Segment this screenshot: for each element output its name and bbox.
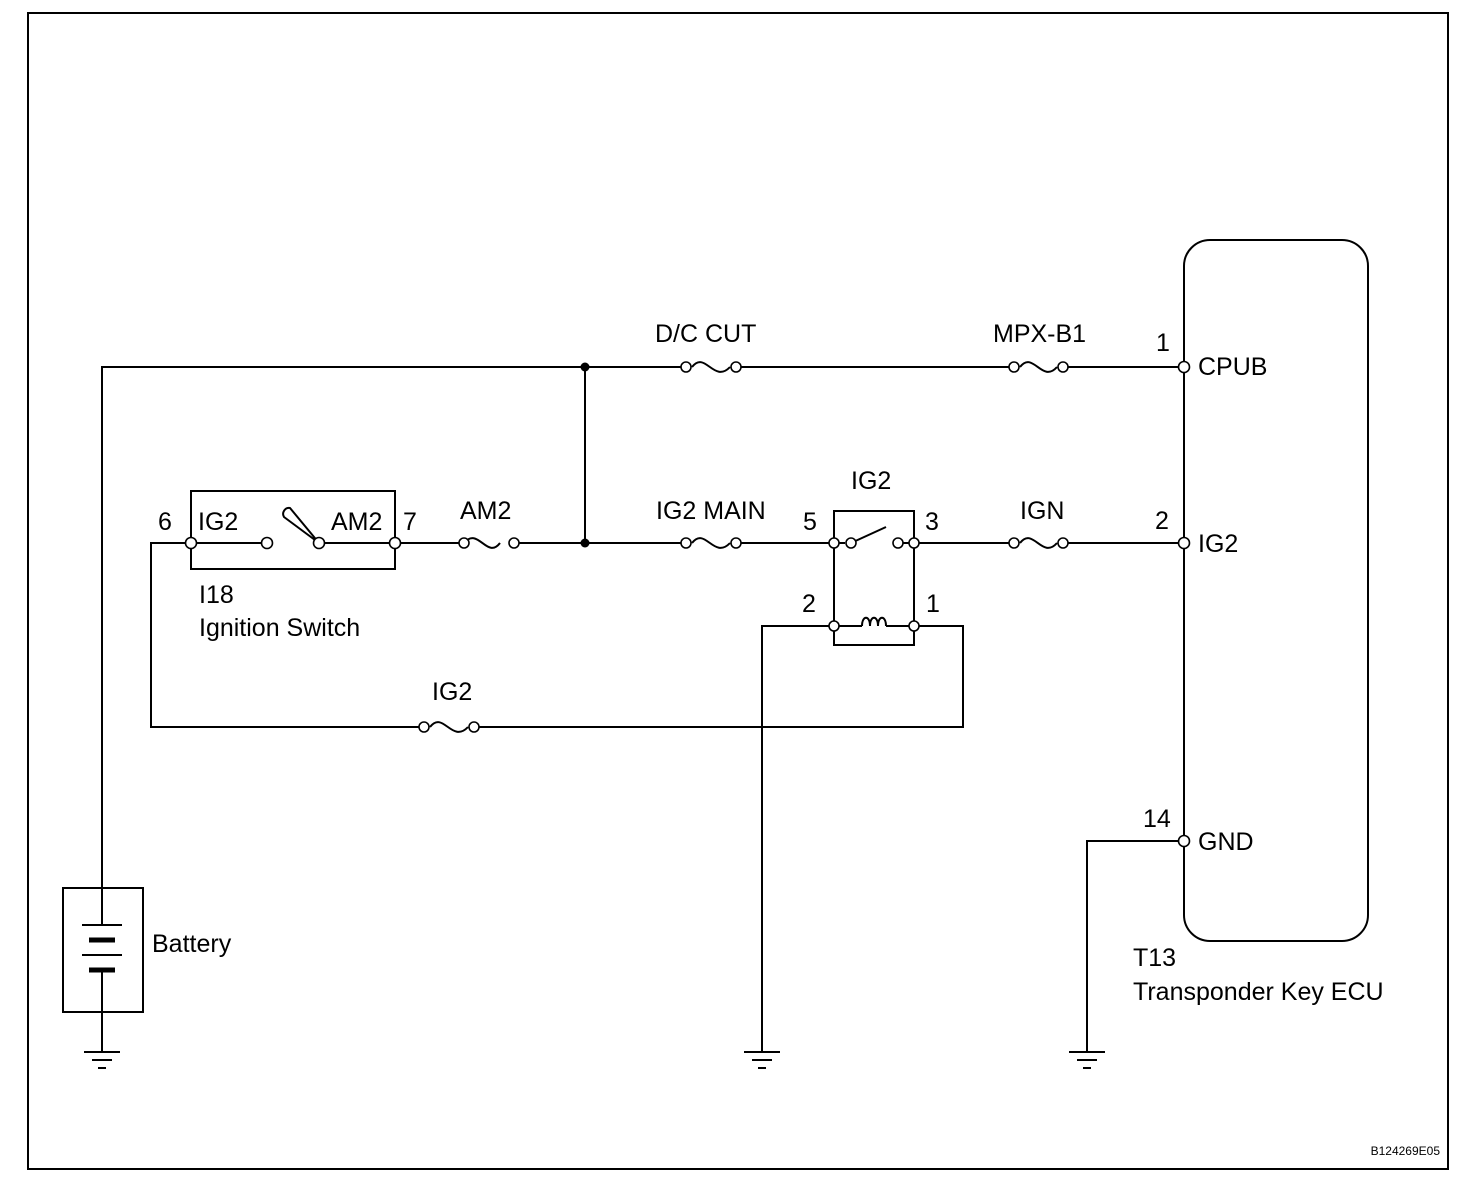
- ignition-switch-pin-name-right: AM2: [331, 508, 382, 536]
- ig2-relay: [828, 510, 920, 646]
- ecu-pin-name: GND: [1198, 828, 1254, 856]
- battery-label: Battery: [152, 930, 232, 958]
- ecu-pin-name: CPUB: [1198, 353, 1267, 381]
- ground-icon: [84, 1051, 120, 1069]
- fuse-am2: [458, 537, 520, 549]
- ecu-pin-terminal: [1177, 834, 1191, 848]
- fuse-ig2: [418, 721, 480, 733]
- fuse-dc-cut-label: D/C CUT: [655, 320, 756, 348]
- ecu-pin-number: 2: [1155, 507, 1169, 535]
- diagram-frame: [27, 12, 1449, 1170]
- ecu-name: Transponder Key ECU: [1133, 978, 1384, 1006]
- ecu-code: T13: [1133, 944, 1176, 972]
- ig2-relay-pin-1: 1: [926, 590, 940, 618]
- fuse-dc-cut: [680, 361, 742, 373]
- fuse-ig2-main-label: IG2 MAIN: [656, 497, 766, 525]
- ecu-pin-number: 1: [1156, 329, 1170, 357]
- ig2-relay-label: IG2: [851, 467, 891, 495]
- fuse-am2-label: AM2: [460, 497, 511, 525]
- ground-icon: [1069, 1051, 1105, 1069]
- junction-dot: [580, 538, 590, 548]
- ig2-relay-pin-5: 5: [803, 508, 817, 536]
- junction-dot: [580, 362, 590, 372]
- ig2-relay-pin-2: 2: [802, 590, 816, 618]
- ground-icon: [744, 1051, 780, 1069]
- battery-symbol: [62, 887, 144, 1013]
- fuse-mpx-b1: [1008, 361, 1069, 373]
- ecu-pin-terminal: [1177, 360, 1191, 374]
- fuse-mpx-b1-label: MPX-B1: [993, 320, 1086, 348]
- ignition-switch-pin-number-left: 6: [158, 508, 172, 536]
- fuse-ig2-main: [680, 537, 742, 549]
- fuse-ign-label: IGN: [1020, 497, 1064, 525]
- ignition-switch-pin-name-left: IG2: [198, 508, 238, 536]
- ecu-pin-name: IG2: [1198, 530, 1238, 558]
- transponder-key-ecu: [1183, 239, 1369, 942]
- figure-code: B124269E05: [1371, 1144, 1441, 1158]
- ecu-pin-terminal: [1177, 536, 1191, 550]
- ignition-switch: [184, 490, 402, 570]
- ignition-switch-pin-number-right: 7: [403, 508, 417, 536]
- ecu-pin-number: 14: [1143, 805, 1171, 833]
- ignition-switch-name: Ignition Switch: [199, 614, 360, 642]
- wires: [101, 366, 1184, 1052]
- fuse-ig2-label: IG2: [432, 678, 472, 706]
- fuse-ign: [1008, 537, 1069, 549]
- ig2-relay-pin-3: 3: [925, 508, 939, 536]
- ignition-switch-code: I18: [199, 581, 234, 609]
